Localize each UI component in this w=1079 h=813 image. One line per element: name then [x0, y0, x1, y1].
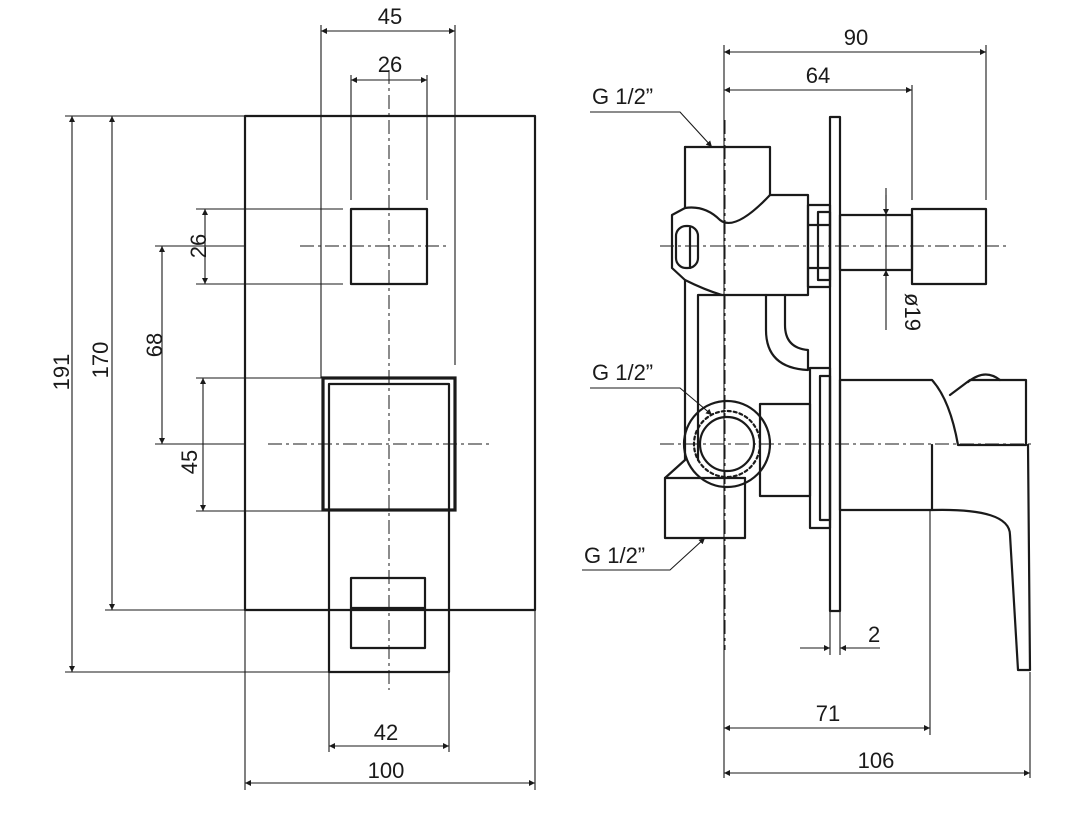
thread-label-middle: G 1/2”: [592, 360, 653, 385]
cover-plate: [243, 114, 537, 612]
leader-thread-middle: [590, 387, 713, 416]
front-view: 45 26 26 68 191 170 45 42 100: [49, 4, 537, 790]
lower-outlet: [663, 438, 747, 540]
diverter-cartridge-slot: [674, 224, 700, 270]
dim-label-2: 2: [868, 622, 880, 647]
lever-handle-side: [930, 443, 1032, 672]
dim-label-100: 100: [368, 758, 405, 783]
dim-label-90: 90: [844, 25, 868, 50]
dim-label-170: 170: [88, 342, 113, 379]
dim-label-26-top: 26: [378, 52, 402, 77]
dim-label-45-top: 45: [378, 4, 402, 29]
dim-label-68: 68: [142, 333, 167, 357]
thread-label-top: G 1/2”: [592, 84, 653, 109]
dim-label-106: 106: [858, 748, 895, 773]
dim-label-191: 191: [49, 354, 74, 391]
lever-handle-window: [349, 576, 427, 650]
diverter-shaft: [838, 213, 914, 272]
dim-label-45-side: 45: [177, 450, 202, 474]
dim-label-64: 64: [806, 63, 830, 88]
mixer-body: [758, 402, 812, 498]
side-view: G 1/2” G 1/2” G 1/2” 90 64 ø19 2 71 106: [582, 25, 1035, 778]
leader-thread-top: [590, 111, 713, 148]
lever-top: [838, 378, 1028, 447]
dim-label-42: 42: [374, 720, 398, 745]
valve-body-top: [683, 145, 810, 462]
valve-body-left: [670, 145, 687, 442]
thread-label-bottom: G 1/2”: [584, 543, 645, 568]
bypass-pipe: [764, 293, 810, 372]
leader-thread-bottom: [582, 537, 706, 571]
dim-label-diameter-19: ø19: [900, 293, 925, 331]
wall-plate: [828, 115, 842, 613]
dim-label-26-side: 26: [186, 234, 211, 258]
dim-label-71: 71: [816, 701, 840, 726]
